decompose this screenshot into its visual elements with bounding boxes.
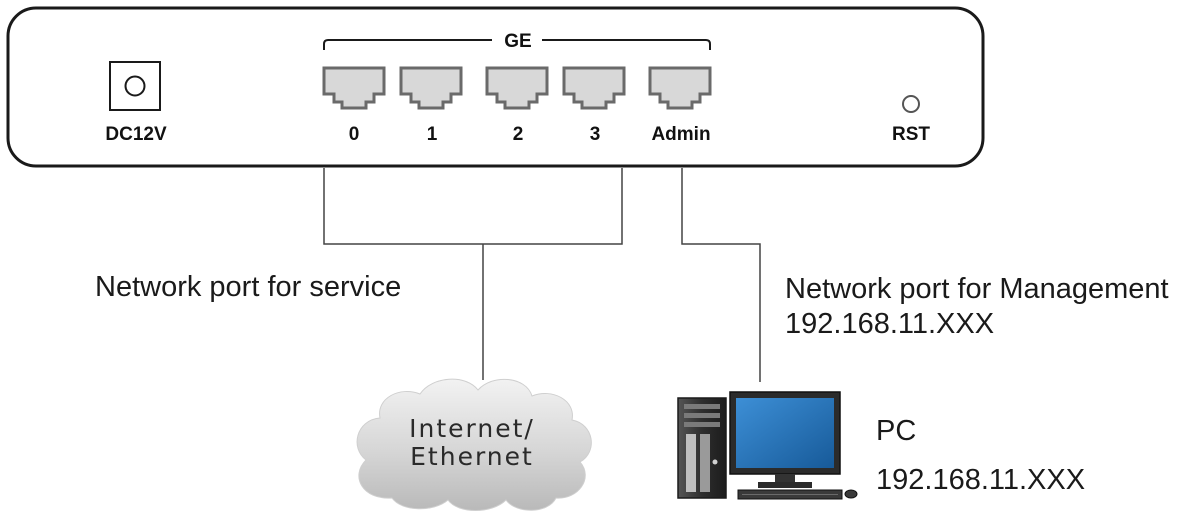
rj45-port-icon <box>648 66 712 110</box>
port-3: 3 <box>562 66 626 145</box>
pc-keyboard-icon <box>737 489 843 500</box>
port-label: 0 <box>349 124 360 145</box>
management-port-label: Network port for Management <box>785 273 1169 305</box>
port-label: 1 <box>427 124 438 145</box>
cloud-icon <box>356 378 592 511</box>
router-device: DC12V GE 0 1 2 3 Admin <box>6 6 985 168</box>
rj45-port-icon <box>322 66 386 110</box>
internet-cloud: Internet/ Ethernet <box>356 378 592 511</box>
cloud-label-line1: Internet/ <box>409 414 535 443</box>
rj45-port-icon <box>485 66 549 110</box>
pc-ip-label: 192.168.11.XXX <box>876 464 1085 496</box>
rj45-port-icon <box>399 66 463 110</box>
service-wiring <box>323 168 623 380</box>
pc-label: PC <box>876 415 916 447</box>
port-2: 2 <box>485 66 549 145</box>
reset-label: RST <box>892 124 930 145</box>
service-port-label: Network port for service <box>95 271 401 303</box>
pc-mouse-icon <box>844 489 858 499</box>
port-0: 0 <box>322 66 386 145</box>
rj45-port-icon <box>562 66 626 110</box>
power-label: DC12V <box>105 124 167 145</box>
management-ip-label: 192.168.11.XXX <box>785 308 994 340</box>
port-label: 3 <box>590 124 601 145</box>
port-admin: Admin <box>648 66 712 145</box>
cloud-label-line2: Ethernet <box>410 442 534 471</box>
ge-group-bracket: GE <box>323 31 711 52</box>
pc-monitor-icon <box>729 391 841 488</box>
reset-button: RST <box>892 95 930 145</box>
dc-power-jack: DC12V <box>105 61 167 145</box>
ge-group-label: GE <box>504 31 531 52</box>
pc-tower-icon <box>677 397 727 499</box>
management-wiring <box>681 168 761 382</box>
reset-pinhole-icon <box>902 95 920 113</box>
port-label: 2 <box>513 124 524 145</box>
pc-computer <box>677 391 858 500</box>
port-1: 1 <box>399 66 463 145</box>
port-label: Admin <box>651 124 710 145</box>
